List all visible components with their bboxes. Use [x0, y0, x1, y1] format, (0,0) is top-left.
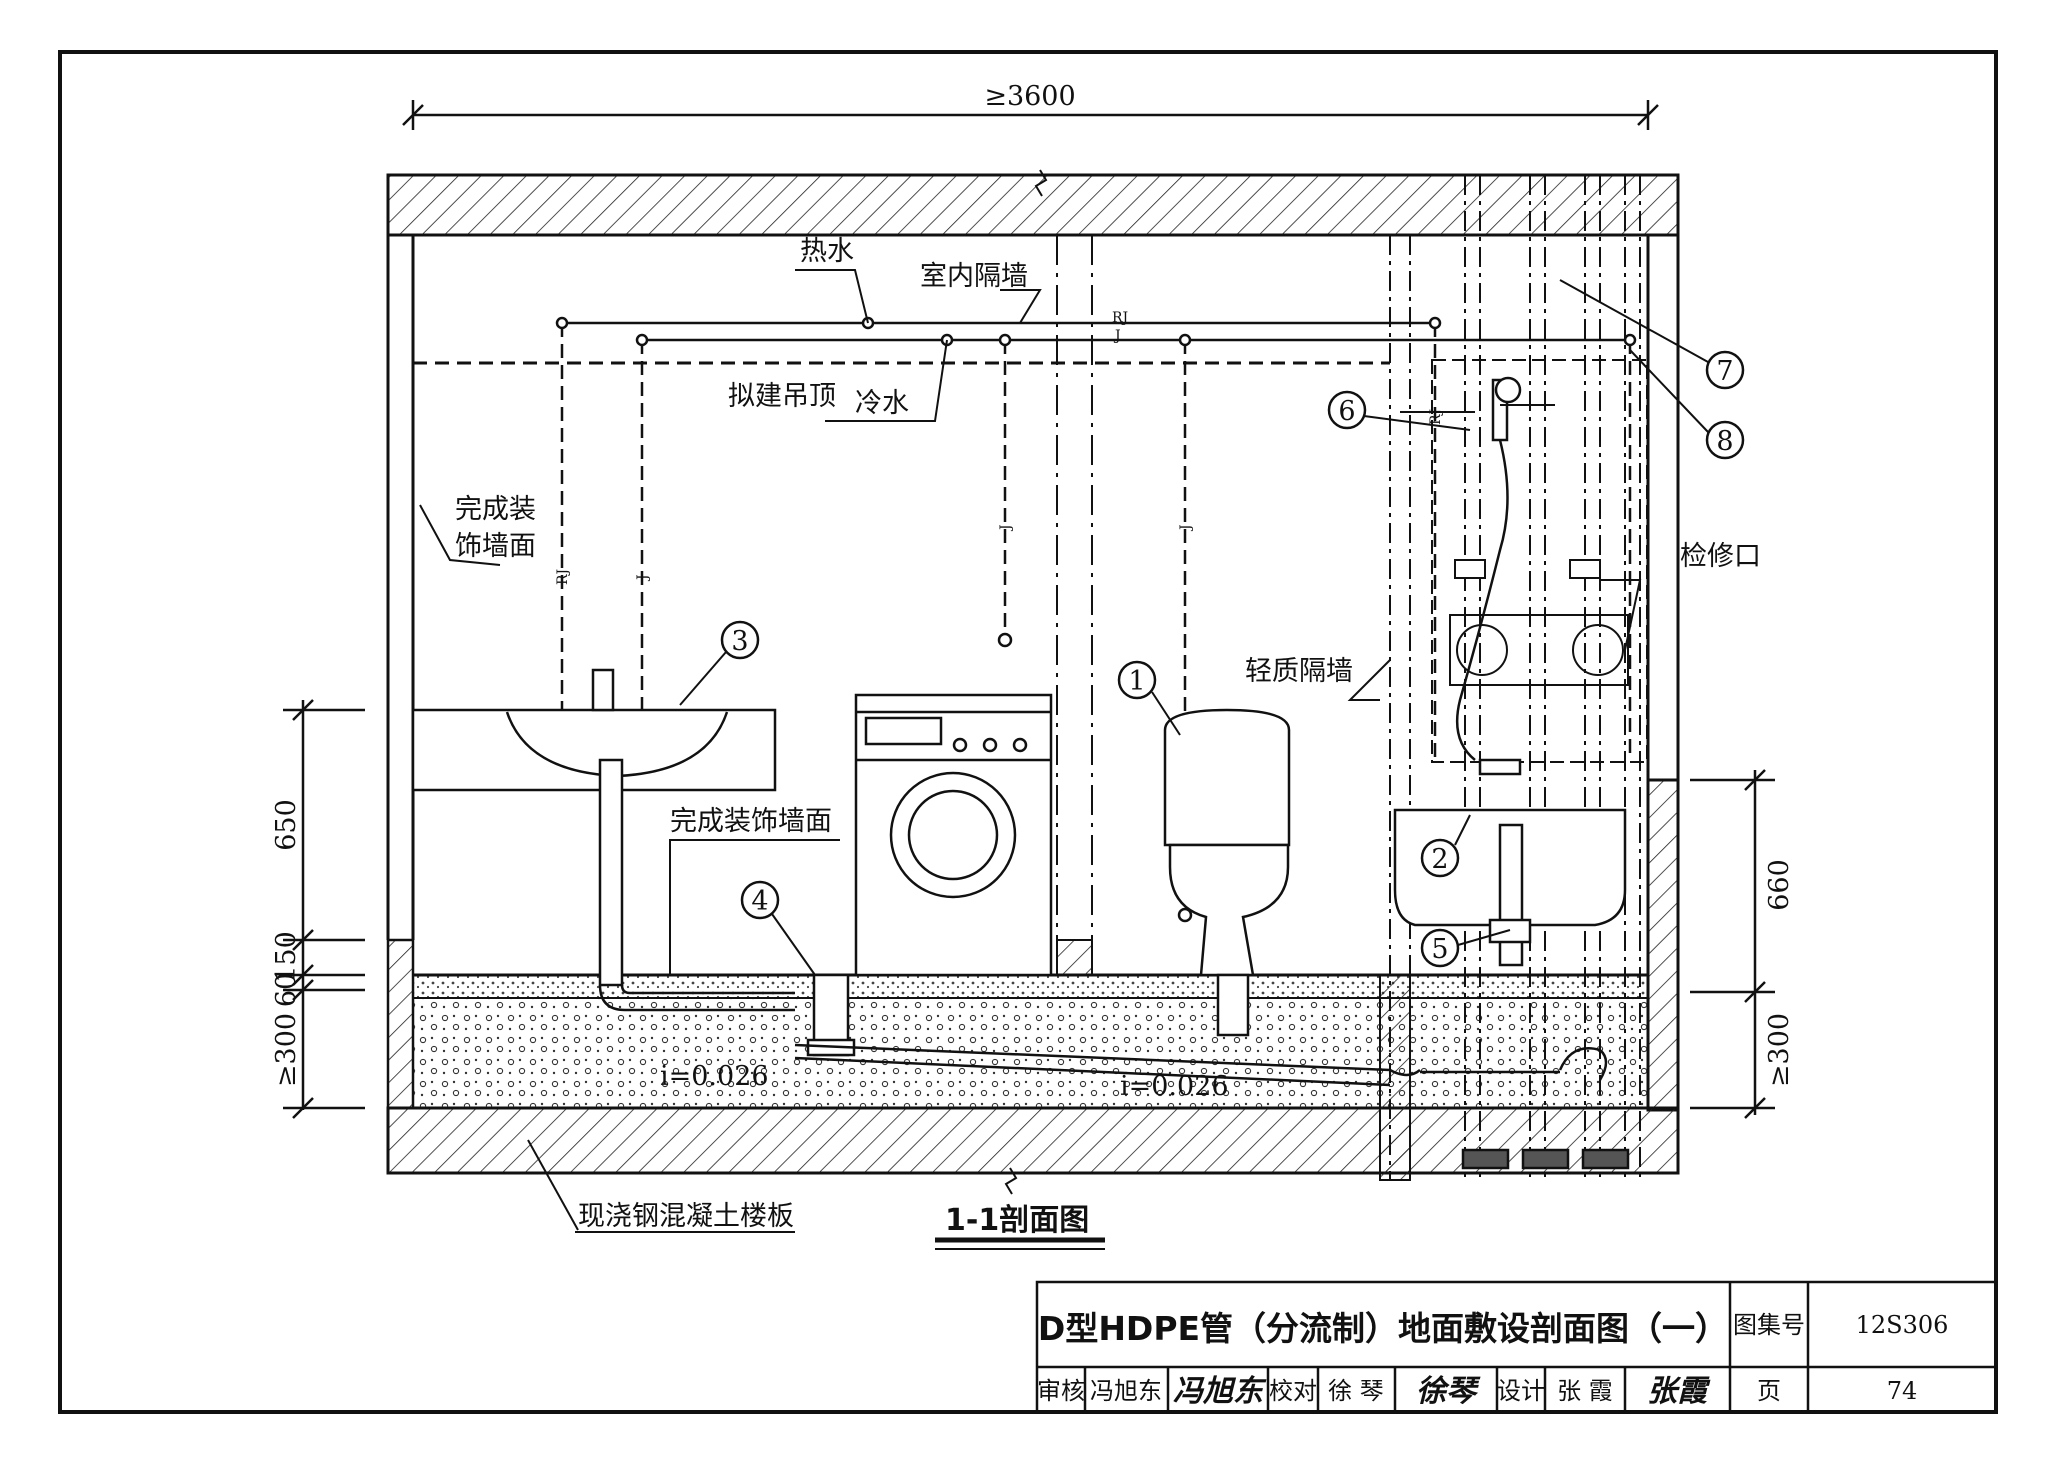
svg-text:3: 3 — [731, 626, 748, 657]
leader-lines — [419, 269, 1642, 975]
check-label: 校对 — [1269, 1377, 1317, 1405]
access-opening-label: 检修口 — [1680, 541, 1761, 572]
callout-1 — [1117, 660, 1157, 700]
dim-60: 60 — [271, 973, 302, 1007]
dim-300-left: ≥300 — [271, 1013, 302, 1087]
wash-basin — [411, 668, 795, 1012]
svg-text:1: 1 — [1128, 666, 1145, 697]
drain-piping — [1389, 1047, 1630, 1170]
left-dimension-chain — [283, 699, 365, 1119]
callout-2 — [1420, 838, 1460, 878]
pipe-label-rj-left: RJ — [555, 569, 571, 585]
design-label: 设计 — [1497, 1377, 1545, 1405]
callout-8 — [1705, 420, 1745, 460]
reviewer-signature: 冯旭东 — [1173, 1374, 1267, 1409]
floor-drain-4 — [794, 973, 1391, 1087]
ceiling-slab — [386, 169, 1680, 237]
svg-text:2: 2 — [1431, 844, 1448, 875]
shower-fixture — [1455, 376, 1522, 776]
atlas-label: 图集号 — [1733, 1311, 1805, 1339]
callout-numbers: 1 2 3 4 5 6 7 8 — [731, 356, 1733, 965]
callout-6 — [1327, 390, 1367, 430]
light-partition-label: 轻质隔墙 — [1245, 656, 1353, 687]
pipe-label-j-top: J — [1113, 328, 1121, 344]
hot-water-label: 热水 — [800, 236, 854, 267]
partition-wall-label: 室内隔墙 — [920, 261, 1028, 292]
reviewer-name: 冯旭东 — [1090, 1377, 1162, 1405]
callout-5 — [1420, 928, 1460, 968]
callout-3 — [720, 620, 760, 660]
svg-text:5: 5 — [1431, 934, 1448, 965]
atlas-number: 12S306 — [1856, 1311, 1949, 1339]
drawing-title: D型HDPE管（分流制）地面敷设剖面图（一） — [1038, 1309, 1728, 1348]
dim-150: 150 — [271, 931, 302, 983]
overall-dimension — [402, 100, 1659, 130]
finished-wall-surface-label: 完成装饰墙面 — [670, 806, 832, 837]
checker-signature: 徐琴 — [1416, 1374, 1481, 1409]
svg-text:8: 8 — [1716, 426, 1733, 457]
left-wall — [386, 175, 415, 940]
svg-text:4: 4 — [751, 886, 768, 917]
callout-4 — [740, 880, 780, 920]
dim-650: 650 — [271, 799, 302, 851]
right-dimension-chain — [1690, 769, 1775, 1119]
callout-bubbles — [720, 350, 1745, 968]
slab-label: 现浇钢混凝土楼板 — [578, 1201, 794, 1232]
title-block — [1035, 1280, 1998, 1414]
svg-text:6: 6 — [1338, 396, 1355, 427]
designer-name: 张 霞 — [1557, 1377, 1613, 1405]
right-wall — [1646, 175, 1680, 1112]
slope-label-right: i=0.026 — [1120, 1071, 1229, 1102]
finished-wall-label-line1: 完成装 — [455, 494, 536, 525]
review-label: 审核 — [1037, 1377, 1085, 1405]
fill-layer — [412, 997, 1649, 1109]
proposed-ceiling-label: 拟建吊顶 — [728, 381, 836, 412]
section-title: 1-1剖面图 — [945, 1203, 1089, 1238]
shower-tray — [1393, 808, 1627, 967]
pipe-label-j-mid: J — [998, 524, 1014, 532]
light-partition — [1379, 175, 1648, 1181]
dim-660: 660 — [1764, 859, 1795, 911]
pipe-label-j-left: J — [635, 574, 651, 582]
cold-water-label: 冷水 — [855, 388, 909, 419]
slab-leader — [527, 1139, 579, 1231]
finished-wall-label-line2: 饰墙面 — [455, 531, 536, 562]
dim-300-right: ≥300 — [1764, 1013, 1795, 1087]
callout-7 — [1705, 350, 1745, 390]
designer-signature: 张霞 — [1647, 1374, 1711, 1409]
overall-dimension-text: ≥3600 — [984, 81, 1075, 112]
slope-label-left: i=0.026 — [660, 1061, 769, 1092]
callout-leaders — [679, 279, 1709, 976]
svg-text:7: 7 — [1716, 356, 1733, 387]
page-label: 页 — [1757, 1377, 1781, 1405]
water-supply-pipes — [554, 316, 1637, 923]
interior-partition — [1056, 235, 1093, 976]
page-number: 74 — [1887, 1377, 1918, 1405]
toilet — [1163, 708, 1291, 1037]
washing-machine — [854, 693, 1053, 977]
pipe-label-rj-top: RJ — [1112, 310, 1128, 326]
drawing-frame — [58, 50, 1998, 1414]
checker-name: 徐 琴 — [1328, 1377, 1384, 1405]
screed-layer — [412, 974, 1649, 999]
pipe-label-j-wc: J — [1178, 524, 1194, 532]
